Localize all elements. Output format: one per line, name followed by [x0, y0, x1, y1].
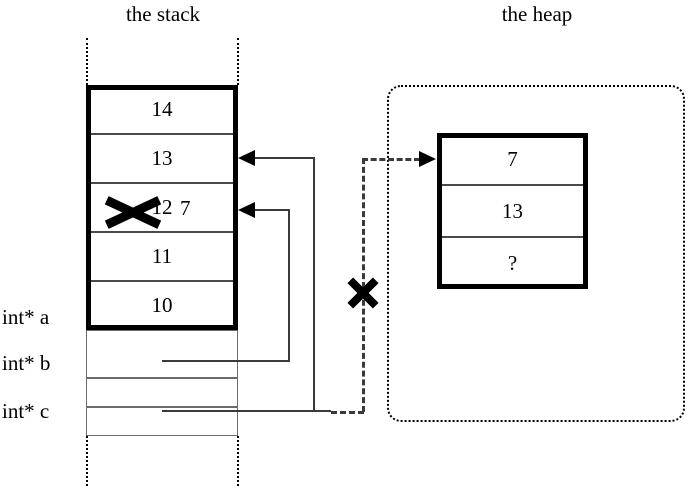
pointer-wire-c-horizontal-start [162, 410, 331, 412]
pointer-wire-b-vertical [288, 209, 290, 362]
pointer-wire-b-horizontal-start [162, 360, 290, 362]
dangling-pointer-dash-vertical [362, 158, 365, 412]
stack-cell-0: 14 [86, 85, 238, 134]
stack-cell-4: 10 [86, 281, 238, 330]
stack-cell-2: 12 [86, 183, 238, 232]
stack-guide-right-bottom [237, 436, 239, 486]
stack-cell-1: 13 [86, 134, 238, 183]
pointer-arrowhead-b [238, 202, 255, 218]
heap-region-boundary [387, 85, 685, 422]
dangling-pointer-arrowhead-heap [419, 151, 436, 167]
stack-cell-3: 11 [86, 232, 238, 281]
stack-pointer-cell-a [86, 330, 238, 378]
heap-title: the heap [501, 2, 573, 26]
stack-cell-2-new-value: 7 [180, 196, 191, 220]
pointer-wire-b-horizontal-end [255, 209, 290, 211]
heap-cell-1: 13 [437, 185, 588, 237]
stack-title: the stack [125, 2, 201, 26]
pointer-arrowhead-c [238, 150, 255, 166]
variable-label-a: int* a [2, 305, 50, 329]
pointer-wire-c-horizontal-end [255, 157, 315, 159]
stack-guide-left-top [86, 38, 88, 85]
stack-pointer-cell-b [86, 378, 238, 407]
heap-cell-2: ? [437, 237, 588, 289]
variable-label-c: int* c [2, 399, 50, 423]
stack-guide-right-top [237, 38, 239, 85]
dangling-pointer-dash-horizontal-bottom [331, 411, 364, 414]
heap-cell-0: 7 [437, 133, 588, 185]
stack-guide-left-bottom [86, 436, 88, 486]
pointer-wire-c-vertical [313, 157, 315, 412]
variable-label-b: int* b [2, 351, 51, 375]
dangling-pointer-dash-horizontal-top [362, 158, 420, 161]
